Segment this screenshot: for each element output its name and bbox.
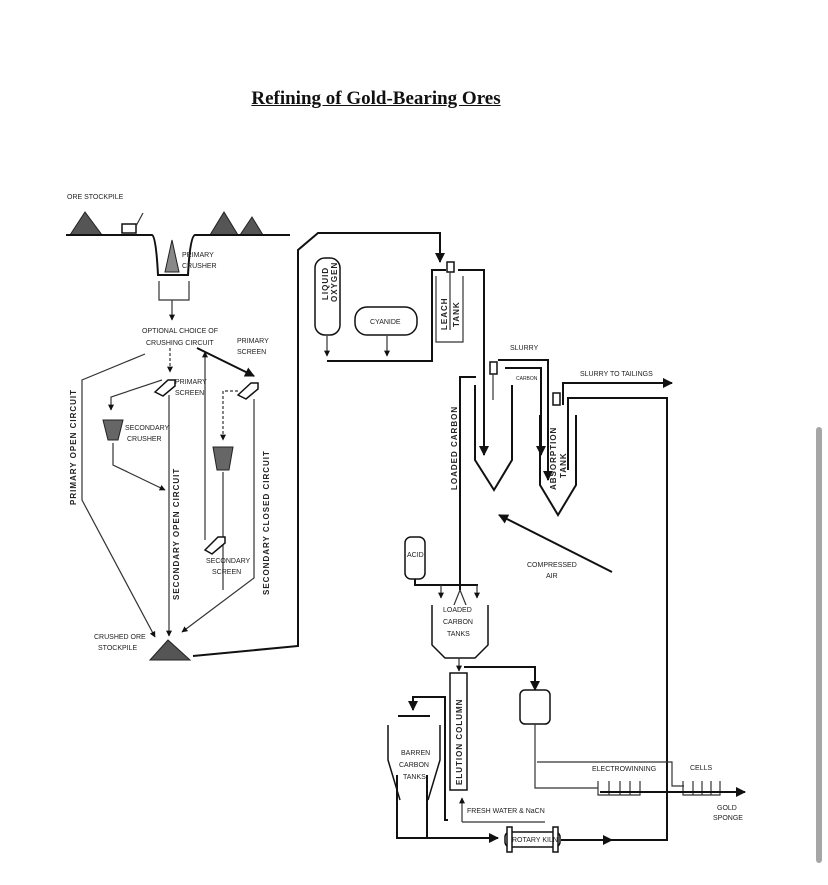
label-slurry-to-tailings: SLURRY TO TAILINGS bbox=[580, 371, 653, 378]
label-crushed-ore-1: CRUSHED ORE bbox=[94, 634, 146, 641]
primary-screen-center-icon bbox=[153, 379, 176, 397]
label-leach-1: LEACH bbox=[440, 297, 449, 330]
loaded-carbon-line bbox=[459, 376, 476, 590]
label-lct-3: TANKS bbox=[447, 631, 470, 638]
ore-pile-left bbox=[69, 211, 103, 236]
primary-crusher-icon bbox=[164, 239, 180, 273]
crushed-ore-pile bbox=[148, 639, 192, 661]
label-secondary-screen-1: SECONDARY bbox=[206, 558, 251, 565]
label-slurry: SLURRY bbox=[510, 345, 539, 352]
liquid-oxygen-tank bbox=[314, 257, 341, 336]
label-secondary-crusher-2: CRUSHER bbox=[127, 436, 162, 443]
loader-truck-icon bbox=[121, 223, 137, 234]
label-ore-stockpile: ORE STOCKPILE bbox=[67, 194, 124, 201]
label-rotary-kiln: ROTARY KILN bbox=[512, 837, 558, 844]
label-liquid-oxygen-1: LIQUID bbox=[321, 267, 330, 300]
rotary-kiln bbox=[504, 831, 561, 848]
label-optional-choice-1: OPTIONAL CHOICE OF bbox=[142, 328, 218, 335]
ore-pile-right-1 bbox=[209, 211, 239, 236]
label-compressed-air-2: AIR bbox=[546, 573, 558, 580]
label-primary-crusher-2: CRUSHER bbox=[182, 263, 217, 270]
label-cyanide: CYANIDE bbox=[370, 319, 401, 326]
label-acid: ACID bbox=[407, 552, 424, 559]
label-optional-choice-2: CRUSHING CIRCUIT bbox=[146, 340, 214, 347]
vertical-scrollbar[interactable] bbox=[816, 427, 822, 863]
label-primary-screen-right-2: SCREEN bbox=[237, 349, 266, 356]
leach-tank bbox=[435, 276, 464, 343]
leaching-section: LIQUID OXYGEN CYANIDE LEACH TANK SLURRY … bbox=[314, 257, 673, 841]
label-secondary-closed-circuit: SECONDARY CLOSED CIRCUIT bbox=[262, 450, 271, 595]
electrowinning-cells-1 bbox=[597, 781, 641, 796]
label-secondary-open-circuit: SECONDARY OPEN CIRCUIT bbox=[172, 468, 181, 600]
crushing-section: ORE STOCKPILE PRIMARY CRUSHER OPTIONAL C… bbox=[66, 194, 290, 661]
label-primary-screen-right-1: PRIMARY bbox=[237, 338, 269, 345]
label-absorption-2: TANK bbox=[559, 452, 568, 478]
label-loaded-carbon: LOADED CARBON bbox=[450, 406, 459, 490]
cyanide-tank bbox=[354, 306, 418, 336]
label-elution-column: ELUTION COLUMN bbox=[455, 699, 464, 785]
recovery-section: ACID LOADED CARBON TANKS ELUTION COLUMN … bbox=[387, 536, 746, 853]
label-secondary-crusher-1: SECONDARY bbox=[125, 425, 170, 432]
label-leach-2: TANK bbox=[452, 301, 461, 327]
secondary-crusher-closed-icon bbox=[212, 446, 234, 471]
label-primary-screen-center-2: SCREEN bbox=[175, 390, 204, 397]
label-electrowinning: ELECTROWINNING bbox=[592, 766, 656, 773]
pregnant-solution-tank bbox=[519, 689, 551, 725]
label-lct-2: CARBON bbox=[443, 619, 473, 626]
primary-screen-right-icon bbox=[236, 382, 259, 400]
label-bct-1: BARREN bbox=[401, 750, 430, 757]
label-absorption-1: ABSORPTION bbox=[549, 427, 558, 490]
label-bct-3: TANKS bbox=[403, 774, 426, 781]
label-primary-open-circuit: PRIMARY OPEN CIRCUIT bbox=[69, 389, 78, 505]
label-cells: CELLS bbox=[690, 765, 713, 772]
secondary-screen-icon bbox=[203, 536, 226, 555]
absorption-tank-2 bbox=[539, 415, 577, 517]
loaded-carbon-tanks bbox=[431, 605, 489, 659]
ore-pile-right-2 bbox=[239, 216, 264, 236]
label-primary-crusher-1: PRIMARY bbox=[182, 252, 214, 259]
secondary-crusher-icon bbox=[102, 419, 124, 441]
conveyor-line bbox=[192, 232, 445, 657]
ground-line-pit bbox=[66, 234, 290, 276]
elution-column bbox=[449, 672, 468, 791]
label-bct-2: CARBON bbox=[399, 762, 429, 769]
label-primary-screen-center-1: PRIMARY bbox=[175, 379, 207, 386]
label-liquid-oxygen-2: OXYGEN bbox=[330, 262, 339, 302]
label-secondary-screen-2: SCREEN bbox=[212, 569, 241, 576]
label-lct-1: LOADED bbox=[443, 607, 472, 614]
adsorption-tank-1 bbox=[474, 385, 513, 492]
label-compressed-air-1: COMPRESSED bbox=[527, 562, 577, 569]
label-crushed-ore-2: STOCKPILE bbox=[98, 645, 137, 652]
page-title: Refining of Gold-Bearing Ores bbox=[251, 88, 501, 109]
label-carbon: CARBON bbox=[516, 376, 538, 382]
label-gold-sponge-1: GOLD bbox=[717, 805, 737, 812]
label-fresh-water: FRESH WATER & NaCN bbox=[467, 808, 545, 815]
label-gold-sponge-2: SPONGE bbox=[713, 815, 743, 822]
